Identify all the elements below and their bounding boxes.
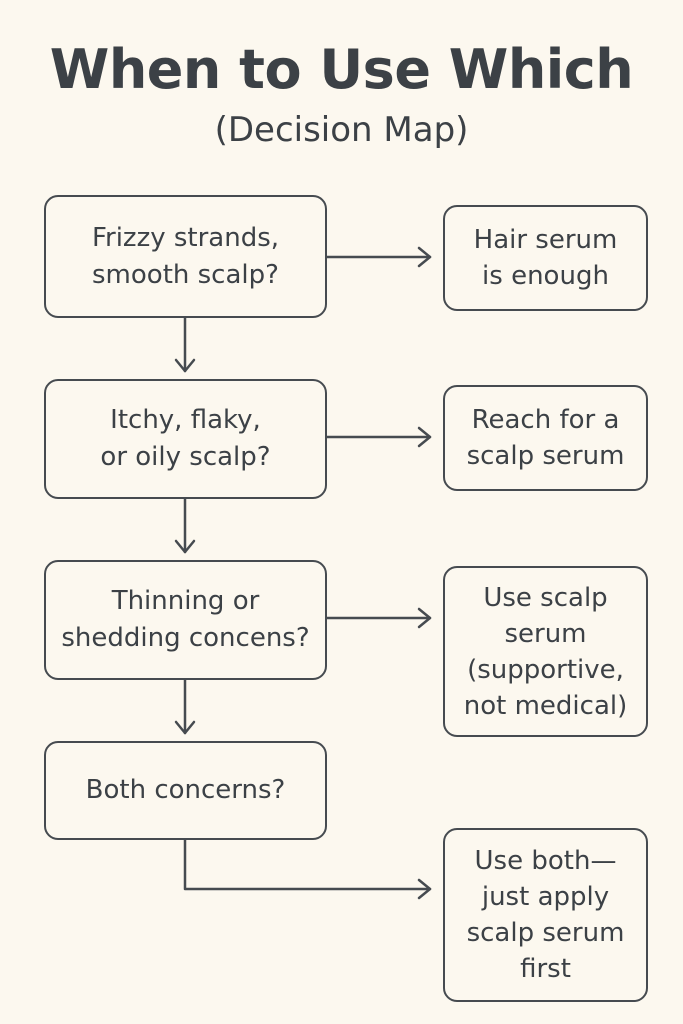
question-thinning-shedding: Thinning or shedding concens?	[44, 560, 327, 680]
arrow-q3-to-q4	[174, 678, 196, 735]
arrow-q4-to-a4	[183, 838, 432, 900]
answer-scalp-serum: Reach for a scalp serum	[443, 385, 648, 491]
arrow-q2-to-a2	[325, 426, 432, 448]
arrow-q1-to-q2	[174, 316, 196, 373]
answer-scalp-serum-supportive: Use scalp serum (supportive, not medical…	[443, 566, 648, 737]
arrow-q2-to-q3	[174, 497, 196, 554]
question-frizzy-strands: Frizzy strands, smooth scalp?	[44, 195, 327, 318]
arrow-q3-to-a3	[325, 607, 432, 629]
question-both-concerns: Both concerns?	[44, 741, 327, 840]
arrow-q1-to-a1	[325, 246, 432, 268]
page-subtitle: (Decision Map)	[214, 110, 469, 150]
question-itchy-scalp: Itchy, flaky, or oily scalp?	[44, 379, 327, 499]
answer-hair-serum: Hair serum is enough	[443, 205, 648, 311]
answer-use-both: Use both— just apply scalp serum first	[443, 828, 648, 1002]
page-title: When to Use Which	[49, 38, 634, 101]
